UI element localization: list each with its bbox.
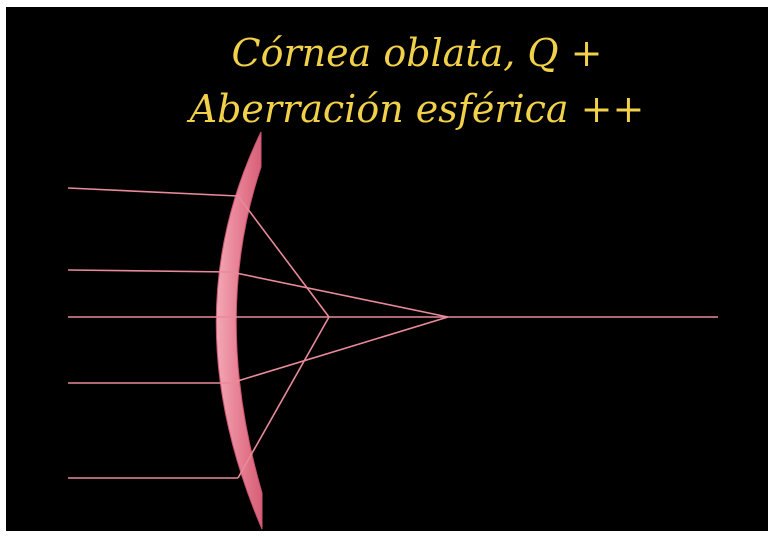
diagram-canvas: Córnea oblata, Q + Aberración esférica +… bbox=[6, 7, 768, 531]
ray-top-refracted bbox=[237, 195, 330, 318]
ray-bottom-refracted bbox=[237, 316, 330, 479]
ray-upper-mid-incoming bbox=[67, 269, 232, 273]
title-line-2: Aberración esférica ++ bbox=[189, 87, 645, 131]
title-line-1: Córnea oblata, Q + bbox=[231, 31, 603, 75]
ray-lower-mid-refracted bbox=[230, 316, 449, 384]
optics-diagram bbox=[67, 131, 718, 530]
cornea-lens bbox=[215, 131, 263, 530]
ray-top-incoming bbox=[67, 187, 239, 197]
ray-upper-mid-refracted bbox=[230, 271, 449, 318]
